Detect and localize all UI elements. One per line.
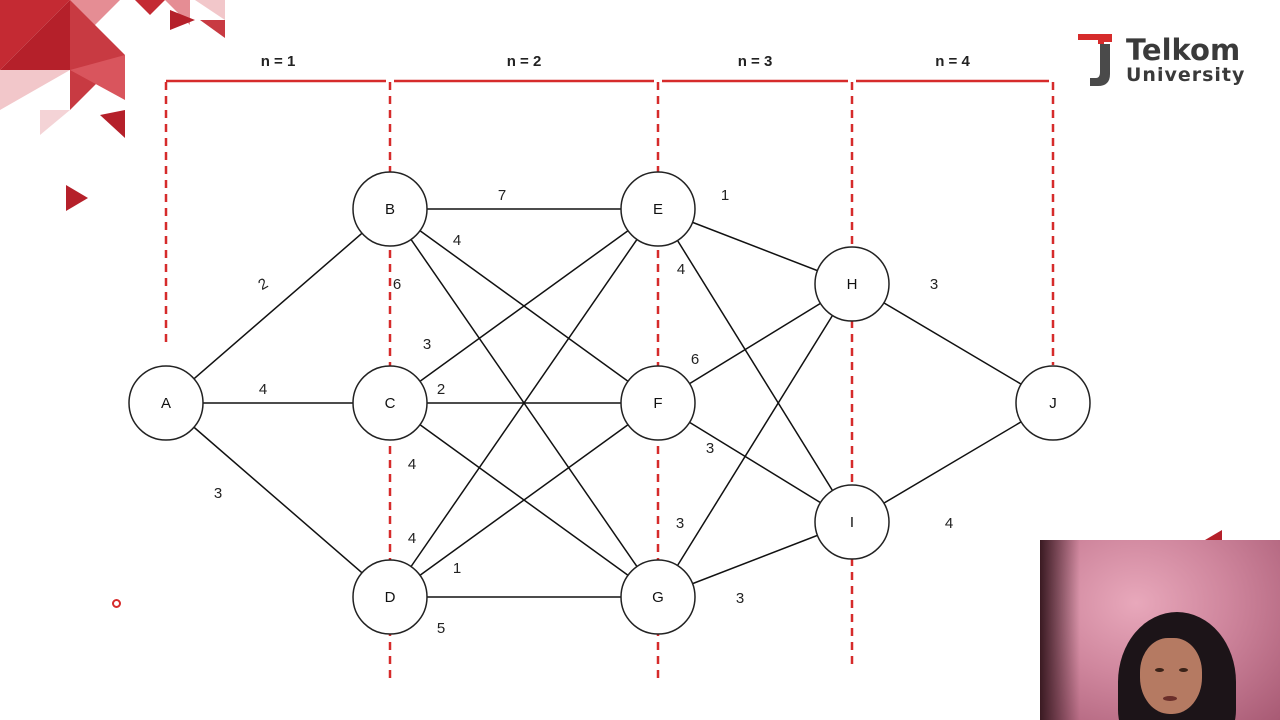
edge-e-i [657, 208, 853, 523]
edge-weight-label: 3 [706, 440, 714, 457]
edge-weight-label: 3 [423, 336, 431, 353]
edge-a-d [165, 402, 391, 598]
decor-triangle [200, 20, 225, 38]
logo-title: Telkom [1126, 33, 1241, 67]
edge-weight-label: 4 [945, 515, 953, 532]
edge-f-h [657, 283, 853, 404]
decor-triangle [0, 70, 70, 110]
node-label: H [847, 276, 858, 293]
node-i: I [814, 484, 890, 560]
edge-weight-label: 1 [453, 560, 461, 577]
edge-f-i [657, 402, 853, 523]
stage-label: n = 4 [935, 53, 970, 70]
decor-triangle [170, 10, 195, 30]
node-b: B [352, 171, 428, 247]
node-f: F [620, 365, 696, 441]
decor-triangle [135, 0, 165, 15]
telkom-logo-icon [1078, 34, 1112, 86]
node-label: E [653, 201, 663, 218]
decor-triangle [70, 0, 125, 110]
node-circle [352, 559, 428, 635]
node-circle [352, 365, 428, 441]
node-circle [620, 171, 696, 247]
node-circle [620, 559, 696, 635]
logo-subtitle: University [1126, 64, 1246, 86]
edge-weight-label: 3 [736, 590, 744, 607]
stage-label: n = 1 [261, 53, 296, 70]
edge-g-h [657, 283, 853, 598]
edge-weight-label: 6 [393, 276, 401, 293]
edge-weight-label: 7 [498, 187, 506, 204]
node-label: A [161, 395, 171, 412]
edge-weight-label: 5 [437, 620, 445, 637]
edge-h-j [851, 283, 1054, 404]
node-circle [620, 365, 696, 441]
edge-weight-label: 6 [691, 351, 699, 368]
node-a: A [128, 365, 204, 441]
edge-i-j [851, 402, 1054, 523]
node-d: D [352, 559, 428, 635]
edge-a-b [165, 208, 391, 404]
decor-triangle [0, 0, 70, 70]
node-e: E [620, 171, 696, 247]
edge-weight-label: 4 [408, 456, 416, 473]
edge-weight-label: 3 [676, 515, 684, 532]
cursor-dot-icon [112, 599, 121, 608]
node-circle [814, 246, 890, 322]
decor-triangle [40, 110, 70, 135]
node-g: G [620, 559, 696, 635]
edge-c-e [389, 208, 659, 404]
edge-weight-label: 2 [437, 381, 445, 398]
decor-triangle [70, 55, 125, 100]
decorative-triangles [0, 0, 225, 211]
edge-weight-label: 4 [453, 232, 461, 249]
node-label: D [385, 589, 396, 606]
node-label: I [850, 514, 854, 531]
node-circle [128, 365, 204, 441]
play-triangle-icon [66, 185, 88, 211]
decor-triangle [100, 110, 125, 138]
node-j: J [1015, 365, 1091, 441]
edge-weight-label: 2 [255, 275, 271, 294]
stage-label: n = 3 [738, 53, 773, 70]
node-label: F [653, 395, 662, 412]
node-label: J [1049, 395, 1057, 412]
decor-triangle [195, 0, 225, 20]
edge-weight-label: 4 [408, 530, 416, 547]
node-label: B [385, 201, 395, 218]
edge-weight-label: 3 [214, 485, 222, 502]
edge-weight-label: 1 [721, 187, 729, 204]
node-label: C [385, 395, 396, 412]
node-circle [352, 171, 428, 247]
presenter-webcam-video [1040, 540, 1280, 720]
edge-weight-label: 3 [930, 276, 938, 293]
edge-weight-label: 4 [259, 381, 267, 398]
node-h: H [814, 246, 890, 322]
edge-d-f [389, 402, 659, 598]
node-label: G [652, 589, 664, 606]
edge-weight-label: 4 [677, 261, 685, 278]
edge-d-e [389, 208, 659, 598]
decor-triangle [1205, 530, 1222, 540]
node-c: C [352, 365, 428, 441]
node-circle [1015, 365, 1091, 441]
node-circle [814, 484, 890, 560]
telkom-university-logo: Telkom University [1076, 30, 1256, 92]
stage-label: n = 2 [507, 53, 542, 70]
